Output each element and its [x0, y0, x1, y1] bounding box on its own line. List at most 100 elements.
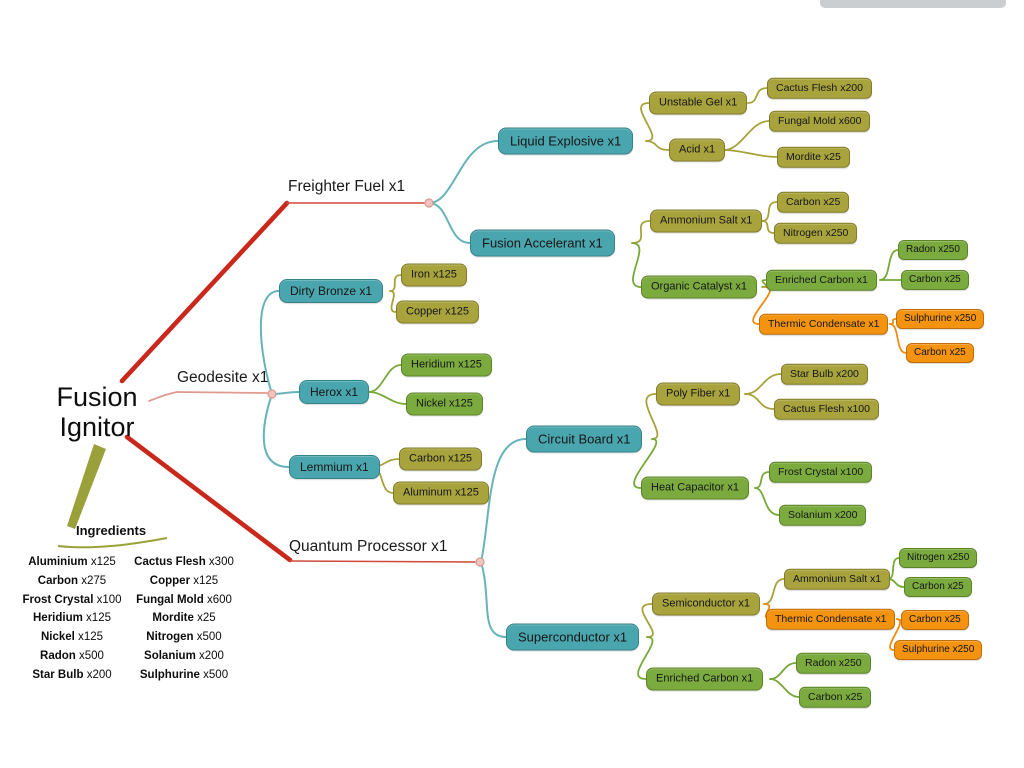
node-copper-125[interactable]: Copper x125 — [396, 300, 479, 324]
node-carbon-25-e[interactable]: Carbon x25 — [906, 343, 974, 363]
node-enriched-carbon-b[interactable]: Enriched Carbon x1 — [646, 667, 764, 691]
root-line2: Ignitor — [59, 412, 135, 443]
node-liquid-explosive[interactable]: Liquid Explosive x1 — [498, 127, 634, 155]
ingredient-qty: x100 — [96, 593, 122, 606]
ingredient-qty: x500 — [79, 649, 104, 662]
node-solanium-200[interactable]: Solanium x200 — [779, 504, 867, 526]
ingredients-column-left: Aluminium x125 Carbon x275 Frost Crystal… — [8, 553, 136, 685]
node-nickel-125[interactable]: Nickel x125 — [406, 392, 483, 416]
node-carbon-25-f[interactable]: Carbon x25 — [901, 610, 969, 630]
node-organic-catalyst[interactable]: Organic Catalyst x1 — [641, 275, 757, 299]
node-poly-fiber[interactable]: Poly Fiber x1 — [656, 382, 741, 406]
ingredient-qty: x125 — [78, 631, 104, 644]
node-thermic-condensate-b[interactable]: Thermic Condensate x1 — [766, 608, 896, 630]
node-thermic-condensate-a[interactable]: Thermic Condensate x1 — [759, 313, 889, 335]
node-circuit-board[interactable]: Circuit Board x1 — [526, 425, 643, 453]
ingredient-qty: x300 — [208, 556, 234, 568]
ingredient-qty: x500 — [196, 631, 222, 644]
ingredient-item: Aluminium x125 — [8, 553, 136, 572]
node-sulphurine-250-a[interactable]: Sulphurine x250 — [896, 309, 985, 329]
ingredient-name: Aluminium — [28, 556, 88, 568]
node-star-bulb-200[interactable]: Star Bulb x200 — [781, 363, 868, 385]
node-unstable-gel[interactable]: Unstable Gel x1 — [649, 91, 748, 115]
node-sulphurine-250-b[interactable]: Sulphurine x250 — [894, 640, 983, 660]
ingredient-name: Nitrogen — [146, 631, 194, 644]
ingredient-qty: x200 — [86, 668, 112, 681]
ingredients-underline — [57, 537, 168, 549]
node-aluminum-125[interactable]: Aluminum x125 — [393, 481, 489, 505]
node-heridium-125[interactable]: Heridium x125 — [401, 353, 492, 377]
node-carbon-125[interactable]: Carbon x125 — [399, 447, 482, 471]
node-cactus-flesh-100[interactable]: Cactus Flesh x100 — [774, 398, 879, 420]
ingredient-name: Radon — [40, 649, 76, 662]
ingredient-name: Sulphurine — [139, 668, 200, 681]
node-acid[interactable]: Acid x1 — [669, 138, 726, 162]
node-radon-250-b[interactable]: Radon x250 — [796, 652, 871, 674]
node-dirty-bronze[interactable]: Dirty Bronze x1 — [279, 279, 384, 303]
ingredient-qty: x500 — [203, 668, 229, 681]
node-fusion-accelerant[interactable]: Fusion Accelerant x1 — [470, 229, 615, 257]
ingredient-item: Carbon x275 — [8, 572, 136, 591]
ingredient-name: Nickel — [40, 631, 75, 644]
teal-connectors — [259, 140, 527, 638]
ingredients-column-right: Cactus Flesh x300 Copper x125 Fungal Mol… — [130, 553, 238, 685]
ingredient-qty: x25 — [197, 612, 216, 625]
ingredient-item: Frost Crystal x100 — [8, 591, 136, 610]
ingredient-item: Copper x125 — [130, 572, 238, 591]
ingredient-name: Fungal Mold — [136, 593, 204, 606]
ingredients-branch-line — [67, 444, 106, 529]
node-nitrogen-250-a[interactable]: Nitrogen x250 — [774, 222, 858, 244]
root-line1: Fusion — [56, 382, 138, 412]
branch-point-circles — [267, 198, 485, 567]
red-branch-lines — [119, 200, 476, 563]
ingredient-name: Mordite — [152, 612, 194, 625]
ingredient-item: Heridium x125 — [8, 609, 136, 628]
node-superconductor[interactable]: Superconductor x1 — [506, 623, 640, 651]
node-heat-capacitor[interactable]: Heat Capacitor x1 — [641, 476, 750, 500]
green-connectors — [368, 242, 905, 698]
ingredient-name: Heridium — [33, 612, 83, 625]
ingredient-qty: x125 — [90, 556, 116, 568]
ingredient-item: Nickel x125 — [8, 628, 136, 647]
node-iron-125[interactable]: Iron x125 — [401, 263, 467, 287]
branch-quantum-processor[interactable]: Quantum Processor x1 — [289, 538, 448, 555]
branch-freighter-fuel[interactable]: Freighter Fuel x1 — [288, 178, 406, 195]
node-carbon-25-b[interactable]: Carbon x25 — [901, 270, 969, 290]
top-right-panel-fragment — [820, 0, 1006, 8]
ingredient-name: Carbon — [37, 574, 79, 587]
ingredient-item: Sulphurine x500 — [130, 666, 238, 685]
node-ammonium-salt-a[interactable]: Ammonium Salt x1 — [650, 209, 763, 233]
branch-geodesite[interactable]: Geodesite x1 — [177, 369, 269, 386]
node-lemmium[interactable]: Lemmium x1 — [289, 455, 380, 479]
node-ammonium-salt-b[interactable]: Ammonium Salt x1 — [784, 568, 891, 590]
ingredient-name: Frost Crystal — [22, 593, 94, 606]
ingredient-item: Mordite x25 — [130, 609, 238, 628]
node-herox[interactable]: Herox x1 — [299, 380, 370, 404]
ingredient-item: Cactus Flesh x300 — [130, 553, 238, 572]
ingredient-qty: x600 — [206, 593, 232, 606]
node-radon-250-a[interactable]: Radon x250 — [898, 240, 968, 260]
ingredient-qty: x125 — [193, 574, 219, 587]
root-node-fusion-ignitor[interactable]: Fusion Ignitor — [36, 382, 158, 442]
node-semiconductor[interactable]: Semiconductor x1 — [652, 592, 761, 616]
node-enriched-carbon-a[interactable]: Enriched Carbon x1 — [766, 269, 877, 291]
node-carbon-25-d[interactable]: Carbon x25 — [799, 686, 872, 708]
ingredient-item: Fungal Mold x600 — [130, 591, 238, 610]
ingredient-qty: x125 — [86, 612, 111, 625]
olive-connectors — [370, 87, 785, 638]
ingredient-item: Solanium x200 — [130, 647, 238, 666]
ingredient-name: Star Bulb — [32, 668, 84, 681]
node-frost-crystal-100[interactable]: Frost Crystal x100 — [769, 461, 873, 483]
node-fungal-mold-600[interactable]: Fungal Mold x600 — [769, 110, 871, 132]
node-carbon-25-c[interactable]: Carbon x25 — [904, 577, 972, 597]
node-carbon-25-a[interactable]: Carbon x25 — [777, 191, 850, 213]
node-nitrogen-250-b[interactable]: Nitrogen x250 — [899, 548, 978, 568]
ingredient-qty: x275 — [81, 574, 107, 587]
ingredient-name: Cactus Flesh — [134, 556, 206, 568]
ingredient-item: Radon x500 — [8, 647, 136, 666]
node-mordite-25[interactable]: Mordite x25 — [777, 146, 850, 168]
ingredient-name: Copper — [149, 574, 191, 587]
ingredient-qty: x200 — [199, 649, 224, 662]
node-cactus-flesh-200[interactable]: Cactus Flesh x200 — [767, 77, 872, 99]
